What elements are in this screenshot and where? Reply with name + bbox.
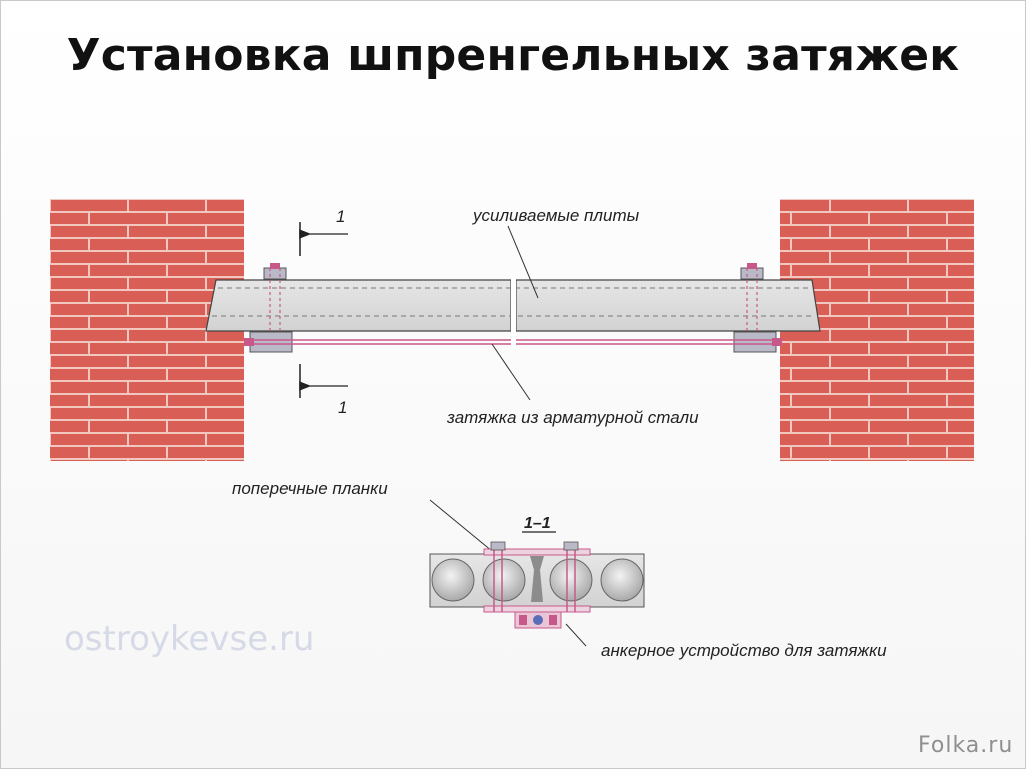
anchor-label: анкерное устройство для затяжки bbox=[601, 641, 887, 660]
cross-planks-label: поперечные планки bbox=[232, 479, 388, 498]
slab-gap bbox=[511, 274, 516, 348]
anchor-leader-line bbox=[565, 623, 587, 647]
slabs-leader-line bbox=[507, 225, 539, 299]
right-anchor-assembly bbox=[733, 263, 782, 353]
section-label: 1–1 bbox=[524, 515, 551, 532]
section-cut-bottom bbox=[299, 364, 348, 398]
tie-label: затяжка из арматурной стали bbox=[446, 408, 699, 427]
reinforced-slab bbox=[205, 279, 821, 332]
slide-title: Установка шпренгельных затяжек bbox=[66, 30, 960, 81]
planks-leader-line bbox=[429, 499, 499, 557]
cut-label-top: 1 bbox=[336, 207, 345, 226]
tie-leader-line bbox=[491, 343, 531, 401]
folka-credit: Folka.ru bbox=[918, 733, 1013, 758]
slabs-label: усиливаемые плиты bbox=[472, 206, 640, 225]
left-anchor-assembly bbox=[244, 263, 293, 353]
section-cut-top bbox=[299, 222, 348, 256]
cut-label-bottom: 1 bbox=[338, 398, 347, 417]
section-anchor-device bbox=[514, 611, 562, 629]
site-watermark: ostroykevse.ru bbox=[64, 619, 314, 659]
slab-cross-section bbox=[429, 553, 645, 608]
